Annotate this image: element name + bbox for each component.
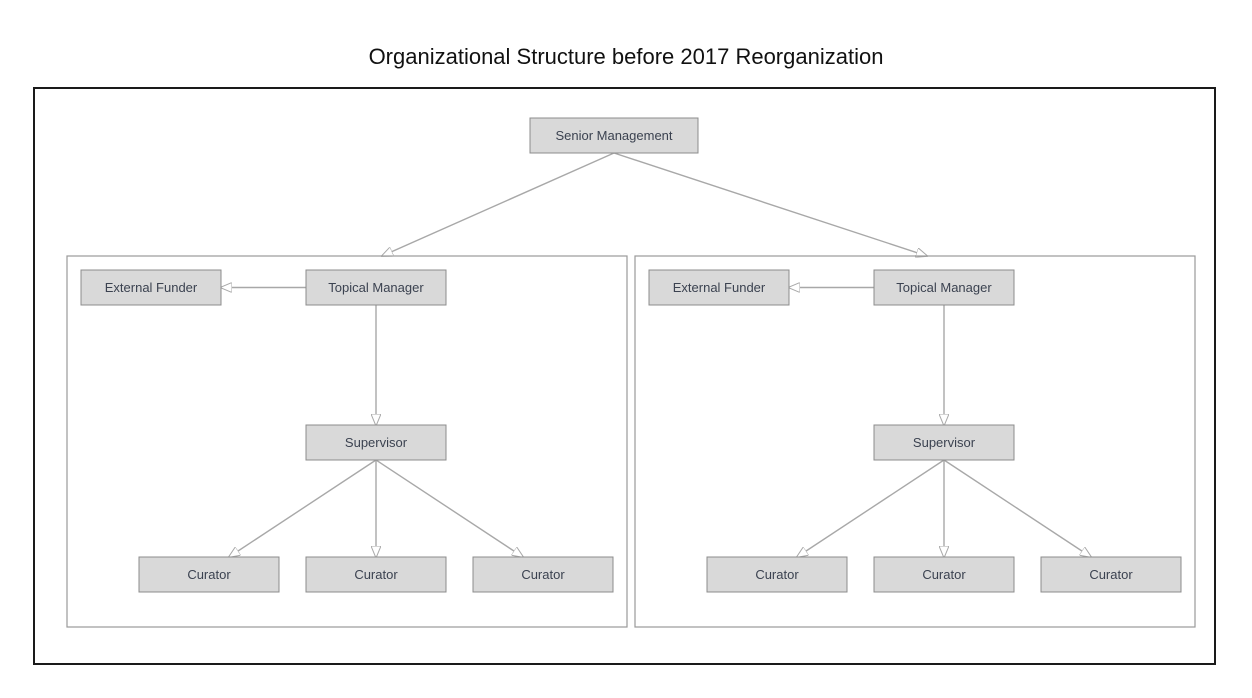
topical-manager-node-right: Topical Manager [873,269,1015,306]
topical-manager-node-right-box [873,269,1015,306]
external-funder-node-left-box [80,269,222,306]
external-funder-node-right: External Funder [648,269,790,306]
groups-layer [66,255,1196,628]
curator-node-left-2: Curator [305,556,447,593]
supervisor-node-left-label: Supervisor [345,435,408,450]
curator-node-right-2-box [873,556,1015,593]
curator-node-right-3: Curator [1040,556,1182,593]
diagram-title: Organizational Structure before 2017 Reo… [368,44,884,69]
curator-node-left-3-box [472,556,614,593]
edge-supervisor-to-curator-left-3 [375,459,523,557]
curator-node-right-2: Curator [873,556,1015,593]
curator-node-right-3-label: Curator [1089,567,1133,582]
curator-node-left-2-box [305,556,447,593]
edge-supervisor-to-curator-right-3 [943,459,1091,557]
curator-node-left-3: Curator [472,556,614,593]
supervisor-node-right-box [873,424,1015,461]
curator-node-left-1-label: Curator [187,567,231,582]
team-group-left [66,255,628,628]
external-funder-node-left-label: External Funder [105,280,198,295]
supervisor-node-left: Supervisor [305,424,447,461]
supervisor-node-right-label: Supervisor [913,435,976,450]
external-funder-node-right-box [648,269,790,306]
supervisor-node-left-box [305,424,447,461]
curator-node-left-1: Curator [138,556,280,593]
senior-management-node-label: Senior Management [555,128,672,143]
edge-root-to-left [382,152,615,256]
topical-manager-node-left: Topical Manager [305,269,447,306]
curator-node-right-3-box [1040,556,1182,593]
topical-manager-node-left-box [305,269,447,306]
senior-management-node: Senior Management [529,117,699,154]
curator-node-left-3-label: Curator [521,567,565,582]
edge-root-to-right [613,152,927,256]
curator-node-right-2-label: Curator [922,567,966,582]
external-funder-node-right-label: External Funder [673,280,766,295]
curator-node-right-1: Curator [706,556,848,593]
edge-supervisor-to-curator-right-1 [797,459,945,557]
curator-node-left-1-box [138,556,280,593]
supervisor-node-right: Supervisor [873,424,1015,461]
external-funder-node-left: External Funder [80,269,222,306]
curator-node-right-1-box [706,556,848,593]
diagram-frame [33,87,1216,665]
topical-manager-node-left-label: Topical Manager [328,280,424,295]
edges-layer [221,152,1091,557]
curator-node-left-2-label: Curator [354,567,398,582]
topical-manager-node-right-label: Topical Manager [896,280,992,295]
team-group-right [634,255,1196,628]
senior-management-node-box [529,117,699,154]
curator-node-right-1-label: Curator [755,567,799,582]
edge-supervisor-to-curator-left-1 [229,459,377,557]
